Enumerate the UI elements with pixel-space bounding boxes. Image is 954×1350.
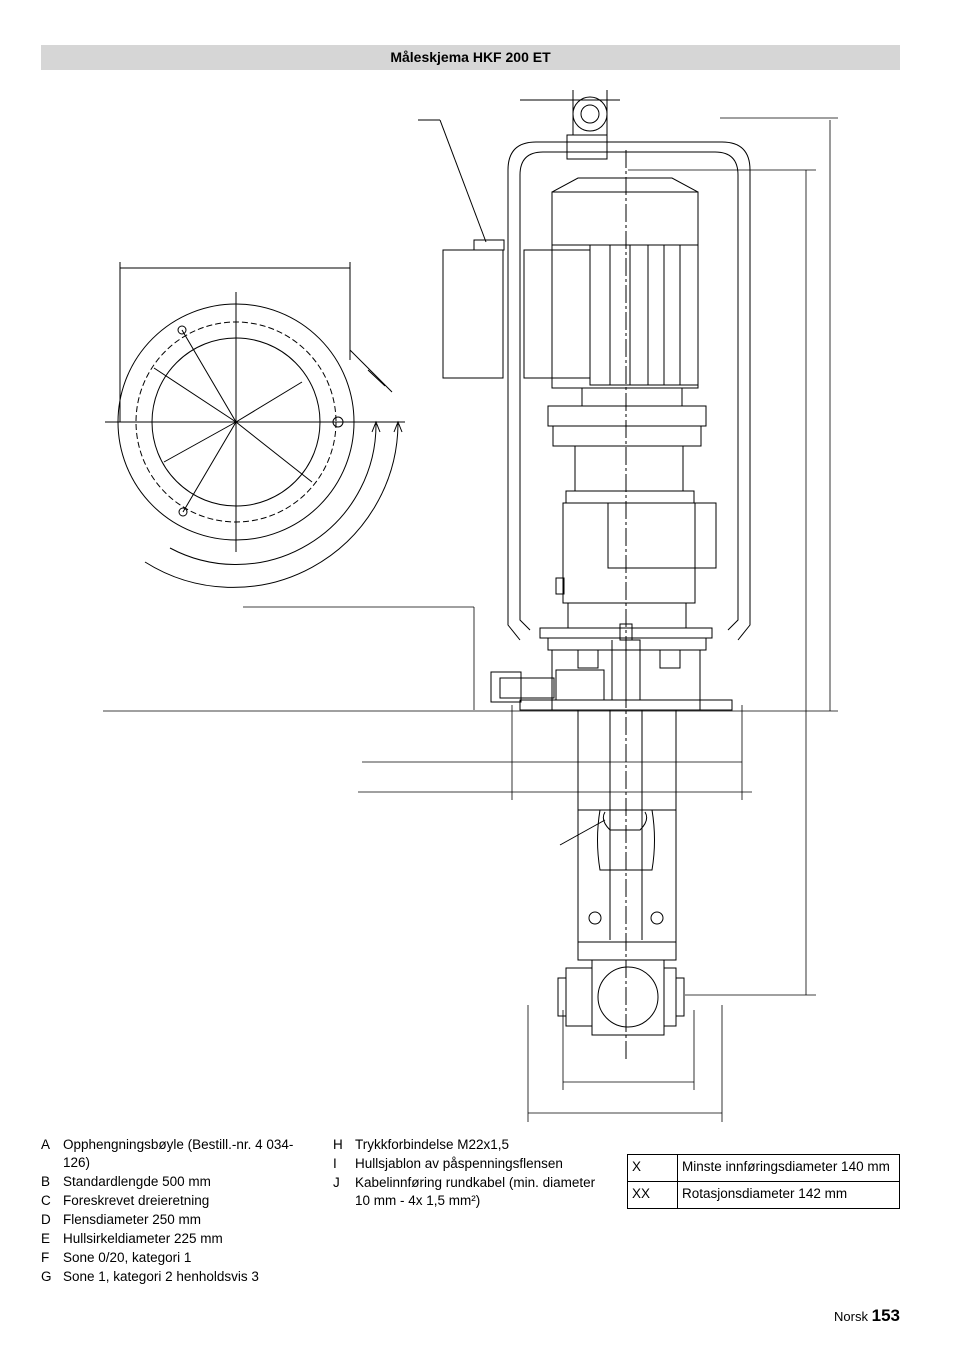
table-row: XX Rotasjonsdiameter 142 mm — [627, 1181, 900, 1209]
technical-drawing — [103, 90, 838, 1122]
diameter-table: X Minste innføringsdiameter 140 mm XX Ro… — [627, 1154, 900, 1209]
page-footer: Norsk 153 — [834, 1306, 900, 1326]
footer-language: Norsk — [834, 1309, 868, 1324]
dimension-lines — [103, 117, 838, 1122]
page-title: Måleskjema HKF 200 ET — [41, 45, 900, 70]
table-value: Rotasjonsdiameter 142 mm — [677, 1181, 900, 1209]
pump-assembly — [418, 90, 751, 1060]
table-key: XX — [627, 1181, 678, 1209]
table-row: X Minste innføringsdiameter 140 mm — [627, 1154, 900, 1182]
table-value: Minste innføringsdiameter 140 mm — [677, 1154, 900, 1182]
flange-hole-template — [105, 262, 405, 588]
page-number: 153 — [871, 1306, 900, 1325]
table-key: X — [627, 1154, 678, 1182]
